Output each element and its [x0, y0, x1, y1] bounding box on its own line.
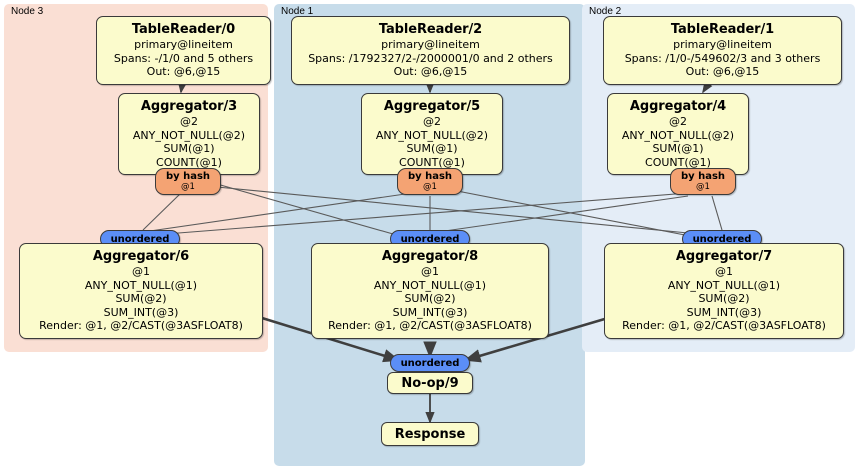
node-tablereader-1[interactable]: TableReader/1 primary@lineitem Spans: /1… — [603, 16, 842, 85]
node-line: COUNT(@1) — [645, 155, 711, 169]
node-aggregator-7[interactable]: Aggregator/7 @1 ANY_NOT_NULL(@1) SUM(@2)… — [604, 243, 844, 339]
router-label: unordered — [110, 234, 170, 245]
router-by-hash-mid[interactable]: by hash @1 — [397, 168, 463, 195]
node-line: ANY_NOT_NULL(@1) — [667, 278, 781, 292]
node-aggregator-8[interactable]: Aggregator/8 @1 ANY_NOT_NULL(@1) SUM(@2)… — [311, 243, 549, 339]
node-title: TableReader/1 — [670, 22, 775, 37]
node-line: Spans: /1/0-/549602/3 and 3 others — [624, 51, 821, 65]
node-line: ANY_NOT_NULL(@2) — [375, 128, 489, 142]
panel-node1-label: Node 1 — [281, 6, 314, 17]
node-line: primary@lineitem — [673, 38, 772, 51]
node-line: primary@lineitem — [381, 38, 480, 51]
router-sublabel: @1 — [423, 182, 437, 192]
node-line: Out: @6,@15 — [393, 65, 468, 78]
node-title: Response — [394, 427, 466, 442]
node-tablereader-0[interactable]: TableReader/0 primary@lineitem Spans: -/… — [96, 16, 271, 85]
node-aggregator-3[interactable]: Aggregator/3 @2 ANY_NOT_NULL(@2) SUM(@1)… — [118, 93, 260, 175]
node-title: No-op/9 — [401, 376, 459, 391]
node-aggregator-5[interactable]: Aggregator/5 @2 ANY_NOT_NULL(@2) SUM(@1)… — [361, 93, 503, 175]
node-line: SUM(@1) — [652, 142, 704, 155]
node-line: SUM(@2) — [115, 292, 167, 305]
node-title: Aggregator/7 — [675, 249, 773, 264]
node-aggregator-4[interactable]: Aggregator/4 @2 ANY_NOT_NULL(@2) SUM(@1)… — [607, 93, 749, 175]
node-line: Render: @1, @2/CAST(@3ASFLOAT8) — [39, 319, 243, 332]
node-noop-9[interactable]: No-op/9 — [387, 372, 473, 394]
router-label: unordered — [692, 234, 752, 245]
router-sublabel: @1 — [181, 182, 195, 192]
node-line: ANY_NOT_NULL(@1) — [373, 278, 487, 292]
node-line: SUM(@2) — [404, 292, 456, 305]
node-line: SUM_INT(@3) — [686, 305, 762, 319]
node-line: SUM_INT(@3) — [392, 305, 468, 319]
node-line: SUM(@1) — [406, 142, 458, 155]
node-line: @2 — [423, 115, 441, 128]
panel-node2-label: Node 2 — [589, 6, 622, 17]
router-by-hash-right[interactable]: by hash @1 — [670, 168, 736, 195]
node-title: Aggregator/5 — [383, 99, 481, 114]
router-unordered-final[interactable]: unordered — [390, 354, 470, 372]
node-line: Out: @6,@15 — [146, 65, 221, 78]
router-label: unordered — [400, 234, 460, 245]
node-line: Spans: -/1/0 and 5 others — [113, 51, 254, 65]
router-label: by hash — [680, 171, 726, 182]
router-by-hash-left[interactable]: by hash @1 — [155, 168, 221, 195]
node-line: @1 — [715, 265, 733, 278]
node-response[interactable]: Response — [381, 422, 479, 446]
node-title: Aggregator/4 — [629, 99, 727, 114]
node-aggregator-6[interactable]: Aggregator/6 @1 ANY_NOT_NULL(@1) SUM(@2)… — [19, 243, 263, 339]
node-line: ANY_NOT_NULL(@2) — [132, 128, 246, 142]
node-line: COUNT(@1) — [156, 155, 222, 169]
router-label: unordered — [400, 358, 460, 369]
node-line: SUM(@1) — [163, 142, 215, 155]
node-line: COUNT(@1) — [399, 155, 465, 169]
node-line: Out: @6,@15 — [685, 65, 760, 78]
node-title: Aggregator/6 — [92, 249, 190, 264]
node-line: Render: @1, @2/CAST(@3ASFLOAT8) — [328, 319, 532, 332]
node-line: Render: @1, @2/CAST(@3ASFLOAT8) — [622, 319, 826, 332]
router-sublabel: @1 — [696, 182, 710, 192]
node-line: @1 — [132, 265, 150, 278]
node-line: ANY_NOT_NULL(@1) — [84, 278, 198, 292]
node-title: Aggregator/3 — [140, 99, 238, 114]
node-line: Spans: /1792327/2-/2000001/0 and 2 other… — [308, 51, 553, 65]
router-label: by hash — [165, 171, 211, 182]
node-line: primary@lineitem — [134, 38, 233, 51]
node-line: SUM_INT(@3) — [103, 305, 179, 319]
node-title: TableReader/2 — [378, 22, 483, 37]
node-tablereader-2[interactable]: TableReader/2 primary@lineitem Spans: /1… — [291, 16, 570, 85]
node-line: @2 — [180, 115, 198, 128]
panel-node3-label: Node 3 — [11, 6, 44, 17]
router-label: by hash — [407, 171, 453, 182]
node-line: @2 — [669, 115, 687, 128]
node-line: SUM(@2) — [698, 292, 750, 305]
node-title: TableReader/0 — [131, 22, 236, 37]
node-line: ANY_NOT_NULL(@2) — [621, 128, 735, 142]
node-title: Aggregator/8 — [381, 249, 479, 264]
node-line: @1 — [421, 265, 439, 278]
